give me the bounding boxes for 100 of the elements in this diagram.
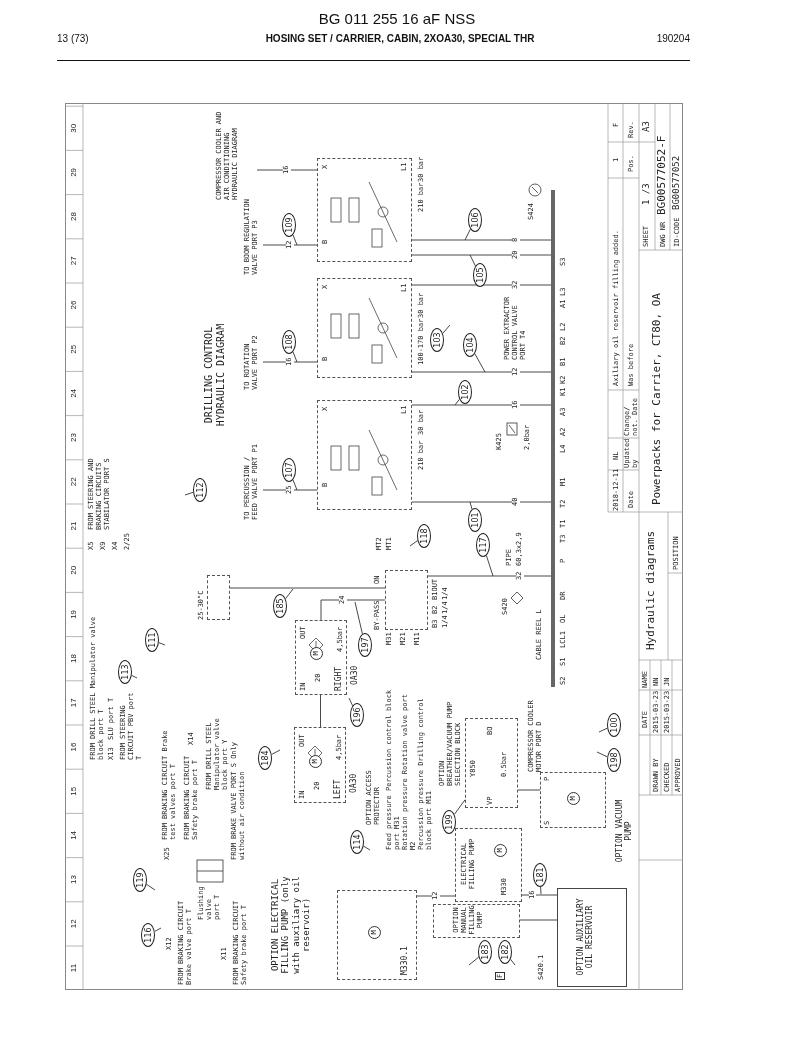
leader-line	[292, 479, 298, 491]
leader-line	[510, 958, 516, 966]
hydraulic-line	[256, 169, 318, 171]
leader-line	[363, 845, 371, 851]
hydraulic-line	[262, 361, 318, 363]
grid-column-number: 20	[69, 564, 79, 577]
hydraulic-line	[411, 371, 552, 373]
hydraulic-line	[521, 894, 558, 896]
document-heading: HOSING SET / CARRIER, CABIN, 2XOA30, SPECIAL THR	[264, 33, 536, 45]
hydraulic-line	[411, 239, 552, 241]
grid-column-number: 12	[69, 918, 79, 930]
valve-block-outline	[317, 400, 412, 510]
document-date: 190204	[655, 33, 690, 45]
filling-pump-unit	[455, 828, 522, 902]
component-label: OPTION AUXILIARY OIL RESERVOIR	[576, 897, 595, 978]
title-block-text: Powerpacks for Carrier, CT80, OA	[651, 292, 664, 505]
callout-number: 104	[463, 333, 477, 357]
leader-line	[469, 501, 473, 510]
leader-line	[285, 588, 294, 600]
leader-line	[354, 601, 363, 635]
grid-column-number: 30	[69, 122, 79, 135]
grid-column-number: 24	[69, 387, 79, 400]
annotation-text: OPTION ELECTRICAL FILLING PUMP (only with auxiliary oil reservoir)	[270, 875, 312, 976]
callout-number: 119	[133, 868, 147, 892]
leader-line	[292, 234, 298, 246]
component-caption: OPTION VACUUM PUMP	[615, 798, 634, 865]
title-block-text: Hydraulic diagrams	[645, 529, 658, 650]
leader-line	[348, 697, 354, 707]
grid-column-number: 18	[69, 653, 79, 665]
vacuum-pump-unit	[540, 772, 606, 828]
leader-line	[442, 324, 451, 334]
grid-column-number: 25	[69, 343, 79, 356]
callout-number: 107	[282, 458, 296, 482]
callout-number: 111	[145, 628, 159, 652]
leader-line	[598, 727, 608, 733]
grid-column-number: 22	[69, 476, 79, 488]
grid-column-number: 28	[69, 211, 79, 223]
leader-line	[158, 642, 166, 646]
grid-column-number: 15	[69, 785, 79, 798]
callout-number: 112	[193, 478, 207, 502]
title-block-text: 1 /3	[641, 183, 652, 205]
leader-line	[468, 956, 480, 966]
callout-number: 196	[350, 703, 364, 727]
leader-line	[469, 254, 476, 267]
component-caption: OA30	[350, 665, 360, 685]
leader-line	[184, 491, 194, 496]
hydraulic-line	[262, 244, 318, 246]
callout-number: 184	[258, 746, 272, 770]
component-label: M330.1	[400, 946, 410, 975]
leader-line	[131, 674, 138, 679]
hydraulic-line	[411, 404, 552, 406]
grid-column-number: 19	[69, 608, 79, 621]
hydraulic-line	[453, 799, 466, 815]
connection-plate	[551, 190, 555, 687]
leader-line	[540, 886, 542, 895]
leader-line	[596, 751, 608, 758]
callout-number: 113	[118, 660, 132, 684]
callout-number: 100	[607, 713, 621, 737]
hydraulic-line	[427, 575, 552, 577]
grid-column-number: 16	[69, 741, 79, 753]
hydraulic-line	[320, 694, 321, 728]
filling-pump-unit	[433, 904, 520, 938]
hydraulic-line	[229, 587, 386, 589]
leader-line	[464, 228, 471, 241]
callout-number: 102	[458, 380, 472, 404]
callout-number: 108	[282, 330, 296, 354]
callout-number: 109	[282, 213, 296, 237]
leader-line	[271, 749, 281, 755]
component-caption: OA30	[349, 773, 359, 793]
title-block-text: A3	[641, 121, 652, 132]
callout-number: 103	[430, 328, 444, 352]
valve-block-outline	[317, 278, 412, 378]
grid-column-number: 13	[69, 874, 79, 886]
hydraulic-line	[519, 919, 558, 921]
callout-number: 101	[468, 508, 482, 532]
leader-line	[454, 398, 460, 406]
valve-block-outline	[317, 158, 412, 262]
filter-pump-unit	[294, 727, 346, 803]
grid-column-number: 27	[69, 255, 79, 267]
leader-line	[409, 540, 418, 547]
component-label: RIGHT	[334, 666, 344, 691]
selection-block	[465, 718, 518, 808]
grid-column-number: 14	[69, 829, 79, 842]
page-number: 13 (73)	[57, 33, 89, 45]
callout-number: 106	[468, 208, 482, 232]
leader-line	[292, 351, 298, 363]
title-block-text: BG00577052	[671, 154, 682, 210]
grid-column-number: 11	[69, 962, 79, 974]
leader-line	[485, 555, 494, 577]
hydraulic-line	[416, 895, 456, 897]
filter-pump-unit	[295, 620, 347, 695]
title-block-text: BG00577052-F	[656, 134, 669, 215]
callout-number: 185	[273, 594, 287, 618]
callout-number: 114	[350, 830, 364, 854]
callout-number: 198	[607, 748, 621, 772]
thermostat-valve-box	[207, 575, 230, 620]
callout-number: 183	[478, 940, 492, 964]
callout-number: 181	[533, 863, 547, 887]
hydraulic-line	[262, 489, 318, 491]
hydraulic-line	[411, 254, 552, 256]
